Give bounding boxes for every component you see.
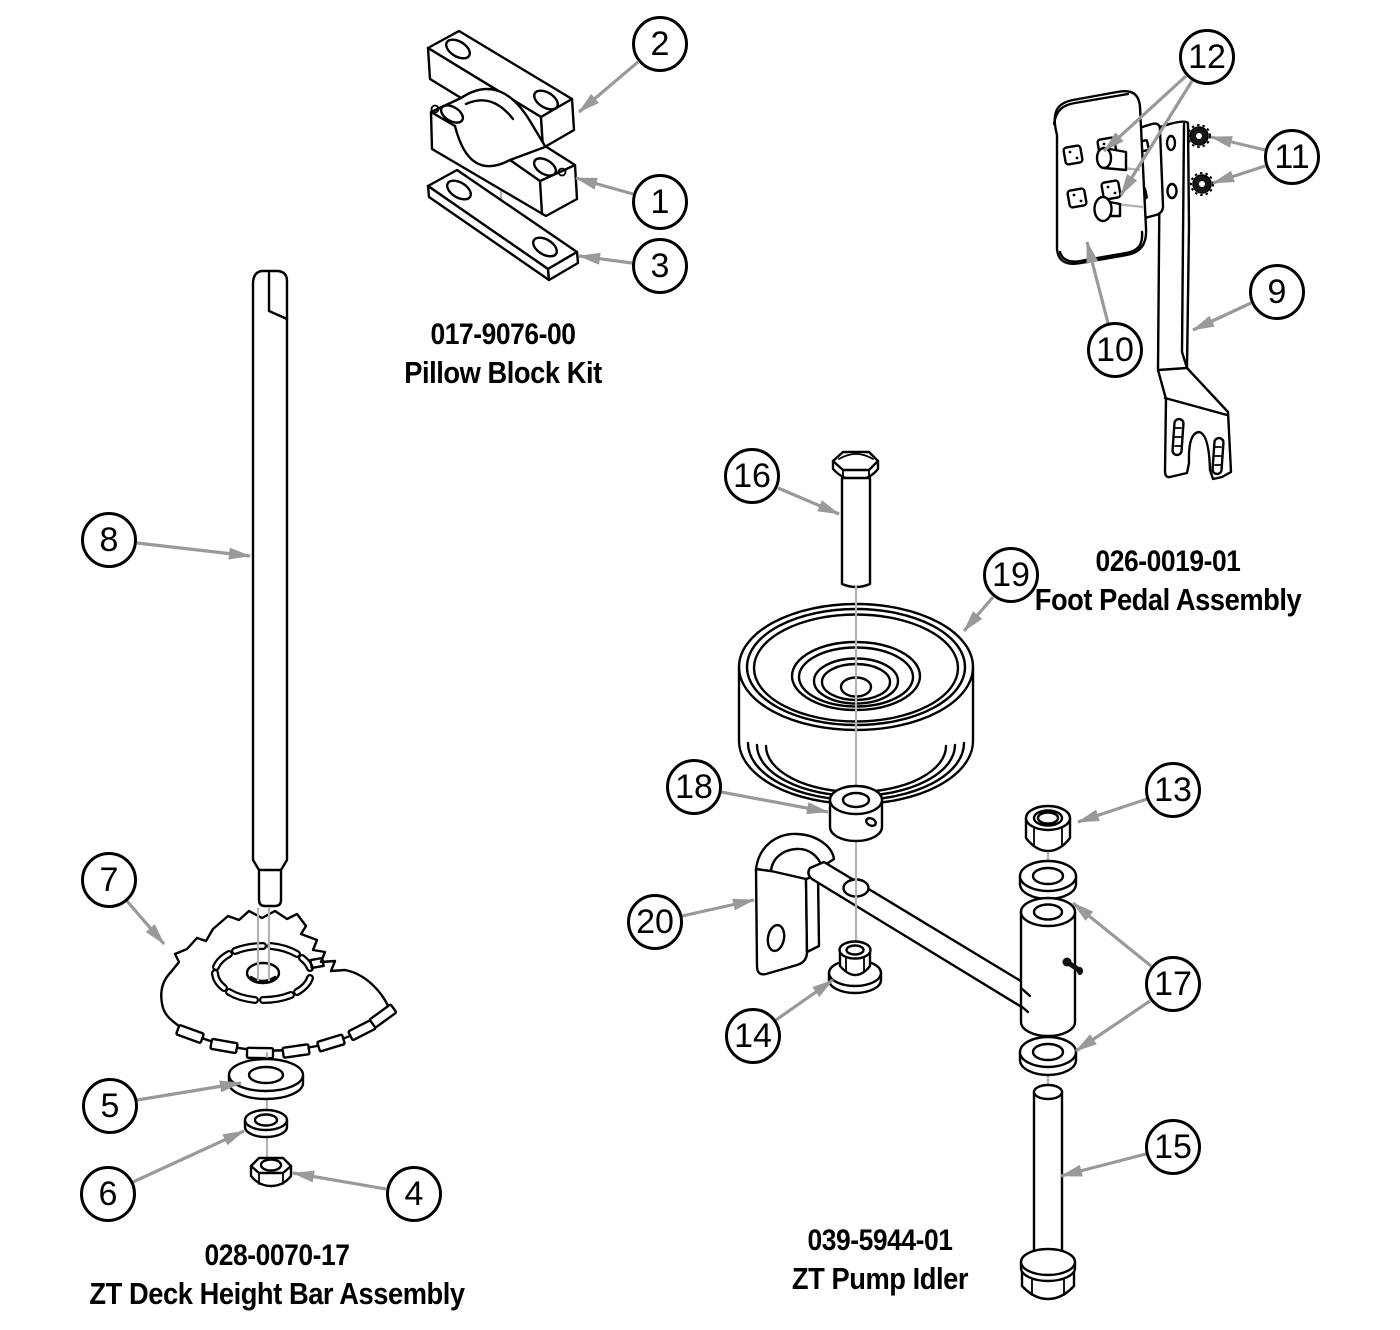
part-name: Foot Pedal Assembly: [1034, 582, 1302, 617]
push-nut-b: [1190, 172, 1214, 196]
part-number: 039-5944-01: [807, 1224, 953, 1257]
leader-arrows: [125, 60, 1266, 1191]
callout-19: 19: [983, 547, 1039, 603]
pillow-block-kit-drawing: [426, 29, 580, 282]
label-zt-pump-idler: 039-5944-01 ZT Pump Idler: [791, 1222, 969, 1298]
callout-15: 15: [1145, 1119, 1201, 1175]
push-nut-a: [1187, 124, 1211, 148]
pump-idler-drawing: [737, 450, 1083, 1301]
callout-18: 18: [666, 759, 722, 815]
part-number: 028-0070-17: [204, 1239, 350, 1272]
callout-11: 11: [1264, 129, 1320, 185]
part-name: Pillow Block Kit: [404, 355, 602, 390]
part-name: ZT Pump Idler: [791, 1261, 969, 1296]
part-name: ZT Deck Height Bar Assembly: [89, 1276, 465, 1311]
callout-7: 7: [81, 852, 137, 908]
deck-height-bar-drawing: [160, 269, 398, 1188]
label-foot-pedal-assembly: 026-0019-01 Foot Pedal Assembly: [1035, 543, 1302, 619]
callout-13: 13: [1145, 762, 1201, 818]
callout-2: 2: [632, 16, 688, 72]
callout-10: 10: [1087, 322, 1143, 378]
part-number: 017-9076-00: [430, 318, 576, 351]
disc-adjustment-slots: [211, 941, 314, 1005]
foot-pedal-assembly-drawing: [1052, 90, 1233, 481]
label-pillow-block-kit: 017-9076-00 Pillow Block Kit: [404, 316, 602, 392]
callout-3: 3: [632, 238, 688, 294]
disc-edge-tabs: [175, 1003, 398, 1060]
callout-1: 1: [632, 174, 688, 230]
grease-fitting: [1062, 957, 1083, 975]
callout-16: 16: [724, 448, 780, 504]
callout-9: 9: [1249, 264, 1305, 320]
callout-20: 20: [627, 894, 683, 950]
callout-14: 14: [725, 1008, 781, 1064]
part-number: 026-0019-01: [1095, 545, 1241, 578]
callout-6: 6: [80, 1166, 136, 1222]
callout-12: 12: [1179, 29, 1235, 85]
callout-4: 4: [386, 1166, 442, 1222]
label-deck-height-bar-assembly: 028-0070-17 ZT Deck Height Bar Assembly: [89, 1237, 465, 1313]
callout-17: 17: [1145, 956, 1201, 1012]
callout-8: 8: [81, 512, 137, 568]
callout-5: 5: [82, 1078, 138, 1134]
